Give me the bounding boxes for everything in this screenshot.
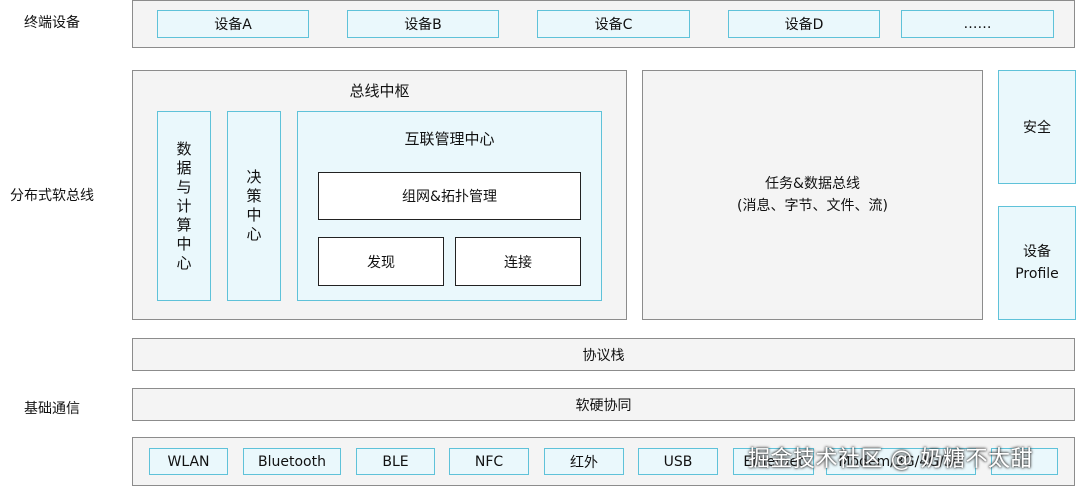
row-label-terminal: 终端设备 <box>24 15 80 31</box>
device-label: 设备C <box>594 17 633 33</box>
device-profile-line1: 设备 <box>1023 244 1051 260</box>
device-label: 设备D <box>784 17 824 33</box>
comm-box: 红外 <box>544 448 624 475</box>
comm-box: Ethernet <box>733 448 814 475</box>
task-data-bus-panel: 任务&数据总线 (消息、字节、文件、流) <box>642 70 983 320</box>
decision-center-char: 策 <box>246 187 262 205</box>
data-compute-center-char: 据 <box>176 158 192 177</box>
comm-label: Ethernet <box>743 453 804 470</box>
security-box: 安全 <box>998 70 1076 184</box>
data-compute-center-char: 与 <box>176 177 192 196</box>
data-compute-center: 数据与计算中心 <box>157 111 211 301</box>
data-compute-center-char: 算 <box>176 215 192 234</box>
device-label: 设备A <box>214 17 252 33</box>
row-label-softbus: 分布式软总线 <box>10 188 94 204</box>
comm-box: BLE <box>356 448 435 475</box>
comm-box <box>991 448 1058 475</box>
device-box: 设备C <box>537 10 690 38</box>
hw-sw-collaboration-label: 软硬协同 <box>575 397 632 414</box>
protocol-stack-bar: 协议栈 <box>132 338 1075 371</box>
decision-center-label: 决策中心 <box>246 168 261 244</box>
device-box: …… <box>901 10 1054 38</box>
row-label-basic: 基础通信 <box>24 401 80 417</box>
connection-box: 连接 <box>455 237 581 286</box>
comm-label: NFC <box>474 453 504 470</box>
device-box: 设备D <box>728 10 880 38</box>
discovery-label: 发现 <box>367 254 395 271</box>
data-compute-center-char: 中 <box>176 234 192 253</box>
comm-label: USB <box>663 453 693 470</box>
task-data-bus-subtitle: (消息、字节、文件、流) <box>737 198 888 214</box>
device-profile-box: 设备 Profile <box>998 206 1076 320</box>
security-label: 安全 <box>1023 120 1051 136</box>
data-compute-center-label: 数据与计算中心 <box>176 140 191 273</box>
comm-label: Bluetooth <box>258 453 326 470</box>
device-profile-line2: Profile <box>1015 266 1059 282</box>
networking-topology-label: 组网&拓扑管理 <box>402 189 497 205</box>
hw-sw-collaboration-bar: 软硬协同 <box>132 388 1075 421</box>
device-box: 设备B <box>347 10 499 38</box>
networking-topology-box: 组网&拓扑管理 <box>318 172 581 220</box>
device-label: 设备B <box>404 17 442 33</box>
connection-label: 连接 <box>504 254 532 271</box>
task-data-bus-title: 任务&数据总线 <box>765 176 860 192</box>
comm-label: WLAN <box>167 453 210 470</box>
comm-label: Modem/3G/4G/5G <box>838 453 964 470</box>
data-compute-center-char: 心 <box>176 253 192 272</box>
comm-box: NFC <box>449 448 529 475</box>
interconnect-title: 互联管理中心 <box>404 130 495 148</box>
data-compute-center-char: 数 <box>176 139 192 158</box>
comm-box: Modem/3G/4G/5G <box>826 448 976 475</box>
decision-center-char: 决 <box>246 168 262 186</box>
device-label: …… <box>963 16 992 32</box>
device-box: 设备A <box>157 10 309 38</box>
decision-center-char: 中 <box>246 206 262 224</box>
bus-hub-title: 总线中枢 <box>349 82 410 100</box>
comm-box: Bluetooth <box>243 448 341 475</box>
protocol-stack-label: 协议栈 <box>582 347 625 364</box>
comm-label: BLE <box>382 453 409 470</box>
comm-label: 红外 <box>570 454 598 471</box>
decision-center-char: 心 <box>246 225 262 243</box>
discovery-box: 发现 <box>318 237 444 286</box>
comm-box: USB <box>638 448 718 475</box>
data-compute-center-char: 计 <box>176 196 192 215</box>
watermark: 掘金技术社区 @ 奶糖不太甜 <box>748 447 1033 472</box>
decision-center: 决策中心 <box>227 111 281 301</box>
comm-box: WLAN <box>149 448 228 475</box>
